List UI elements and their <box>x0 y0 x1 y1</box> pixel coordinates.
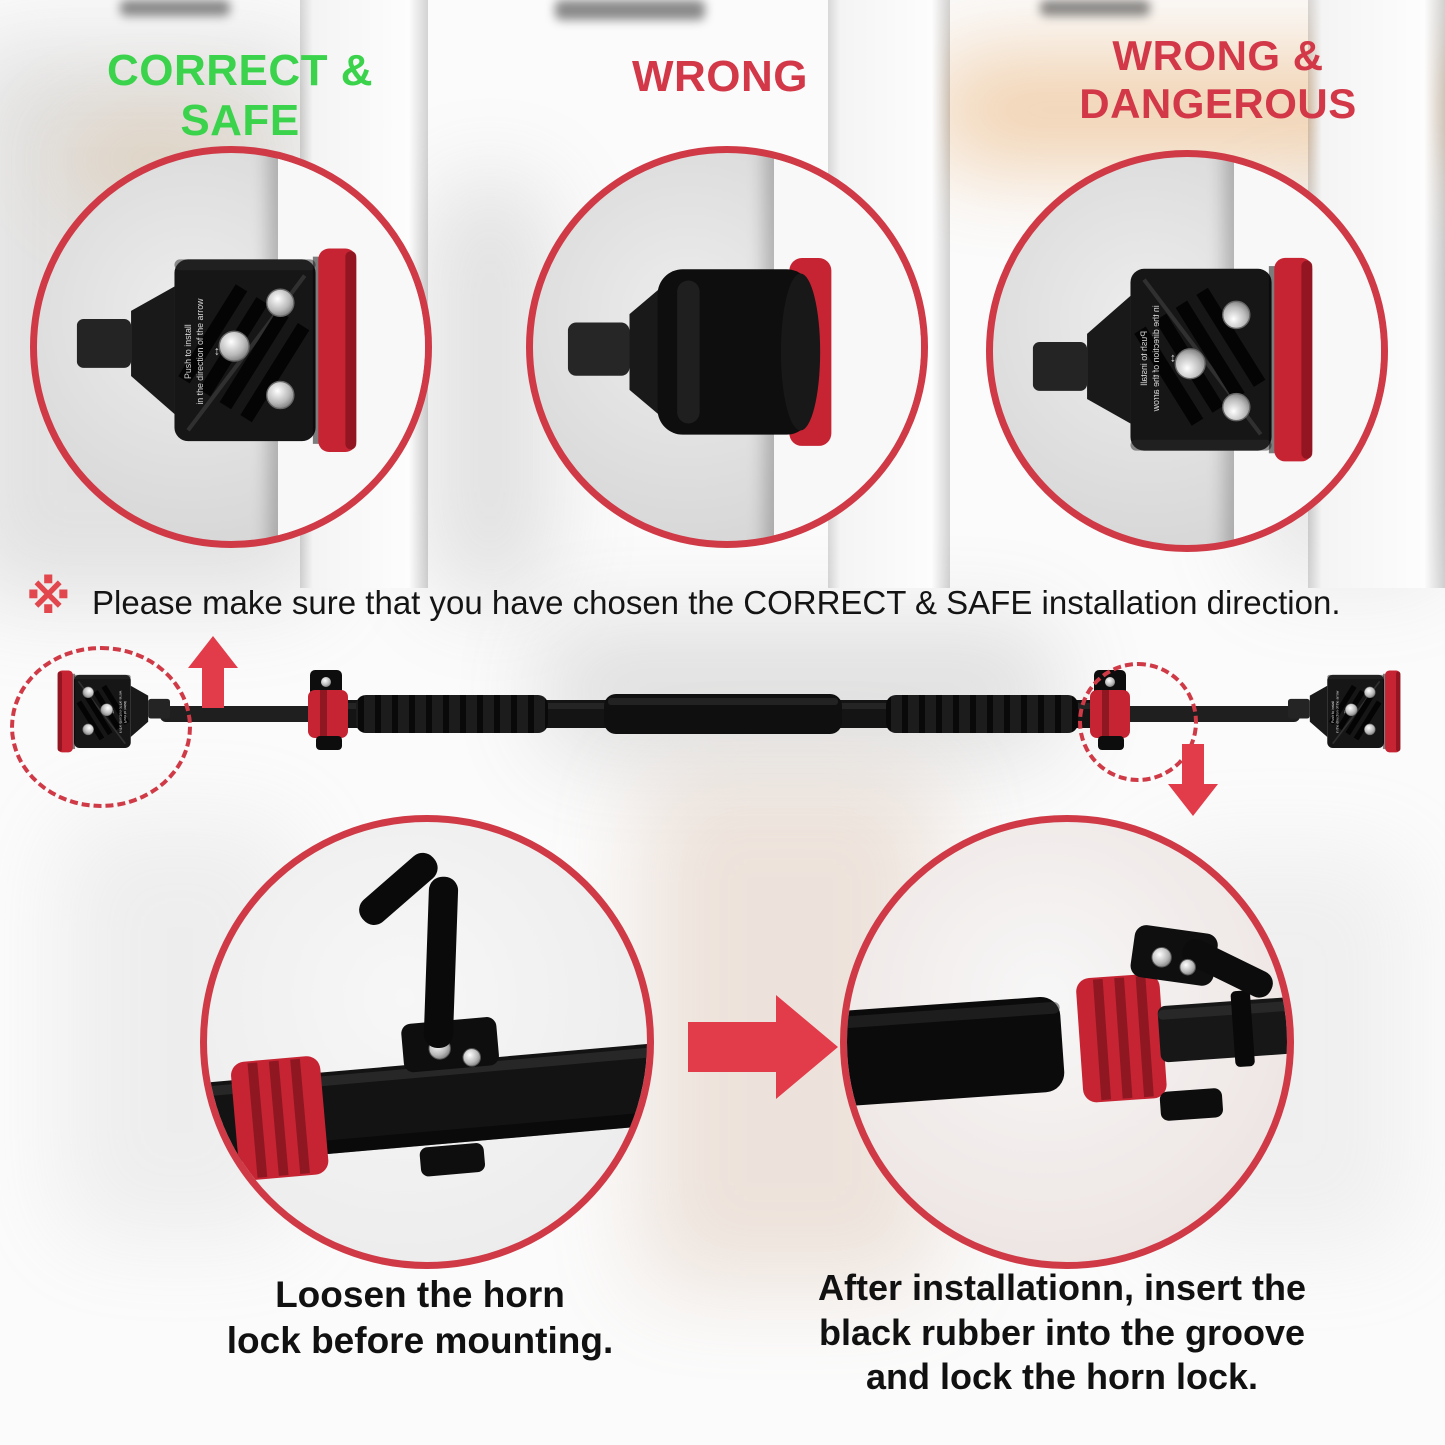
down-arrow-shaft <box>1182 744 1204 784</box>
up-arrow-icon <box>188 636 238 708</box>
caption-insert-rubber: After installationn, insert the black ru… <box>772 1266 1352 1400</box>
callout-wrong-mount <box>526 146 928 548</box>
up-arrow-head <box>188 636 238 668</box>
label-wrong: WRONG <box>631 52 809 101</box>
foam-grip-right <box>886 695 1078 733</box>
up-arrow-shaft <box>202 668 224 708</box>
callout-loosen-lock <box>200 815 654 1269</box>
right-end-bracket <box>1288 666 1408 759</box>
caption-loosen-lock: Loosen the horn lock before mounting. <box>145 1272 695 1364</box>
screw-icon <box>1151 947 1172 968</box>
screw-icon <box>462 1048 482 1067</box>
background-blob <box>540 620 1060 760</box>
knob-wrong-art <box>567 258 832 446</box>
bracket-correct-art <box>37 153 425 541</box>
down-arrow-head <box>1168 784 1218 816</box>
label-wrong-dangerous: WRONG & DANGEROUS <box>1040 32 1396 129</box>
caption-insert-line3: and lock the horn lock. <box>865 1356 1259 1398</box>
horn-lever <box>1181 938 1273 998</box>
background-photo-bar <box>555 0 705 20</box>
foam-grip-left <box>356 695 548 733</box>
dashed-highlight-left-bracket <box>10 646 192 808</box>
callout-insert-rubber <box>840 815 1294 1269</box>
red-collar-left <box>308 690 348 738</box>
label-wrong-dangerous-line2: DANGEROUS <box>1079 80 1357 128</box>
callout-dangerous-mount <box>986 150 1388 552</box>
horn-lever <box>423 876 459 1049</box>
horn-lock-open-art <box>207 852 647 1181</box>
screw-icon <box>1179 958 1196 976</box>
note-text: Please make sure that you have chosen th… <box>92 584 1341 621</box>
next-step-arrow-head <box>776 995 838 1099</box>
horn-lock-closed-art <box>847 925 1287 1121</box>
horn-lever-hook <box>359 852 438 925</box>
callout-correct-mount <box>30 146 432 548</box>
background-photo-bar <box>1040 0 1150 16</box>
next-step-arrow-icon <box>688 995 840 1099</box>
caption-insert-line2: black rubber into the groove <box>818 1311 1306 1353</box>
background-photo-bar <box>120 0 230 16</box>
caption-loosen-line1: Loosen the horn <box>275 1274 565 1315</box>
down-arrow-icon <box>1168 744 1218 816</box>
label-wrong-dangerous-line1: WRONG & <box>1112 32 1324 79</box>
bracket-dangerous-art <box>993 157 1381 545</box>
red-collar <box>231 1056 329 1181</box>
pullup-bar-assembly <box>160 670 1300 750</box>
note-symbol-icon: ※ <box>26 570 71 624</box>
red-collar <box>1076 974 1167 1103</box>
label-correct-safe: CORRECT & SAFE <box>106 46 374 145</box>
caption-insert-line1: After installationn, insert the <box>817 1267 1307 1308</box>
caption-loosen-line2: lock before mounting. <box>226 1319 614 1361</box>
next-step-arrow-shaft <box>688 1022 776 1072</box>
dashed-highlight-right-collar <box>1078 662 1198 782</box>
